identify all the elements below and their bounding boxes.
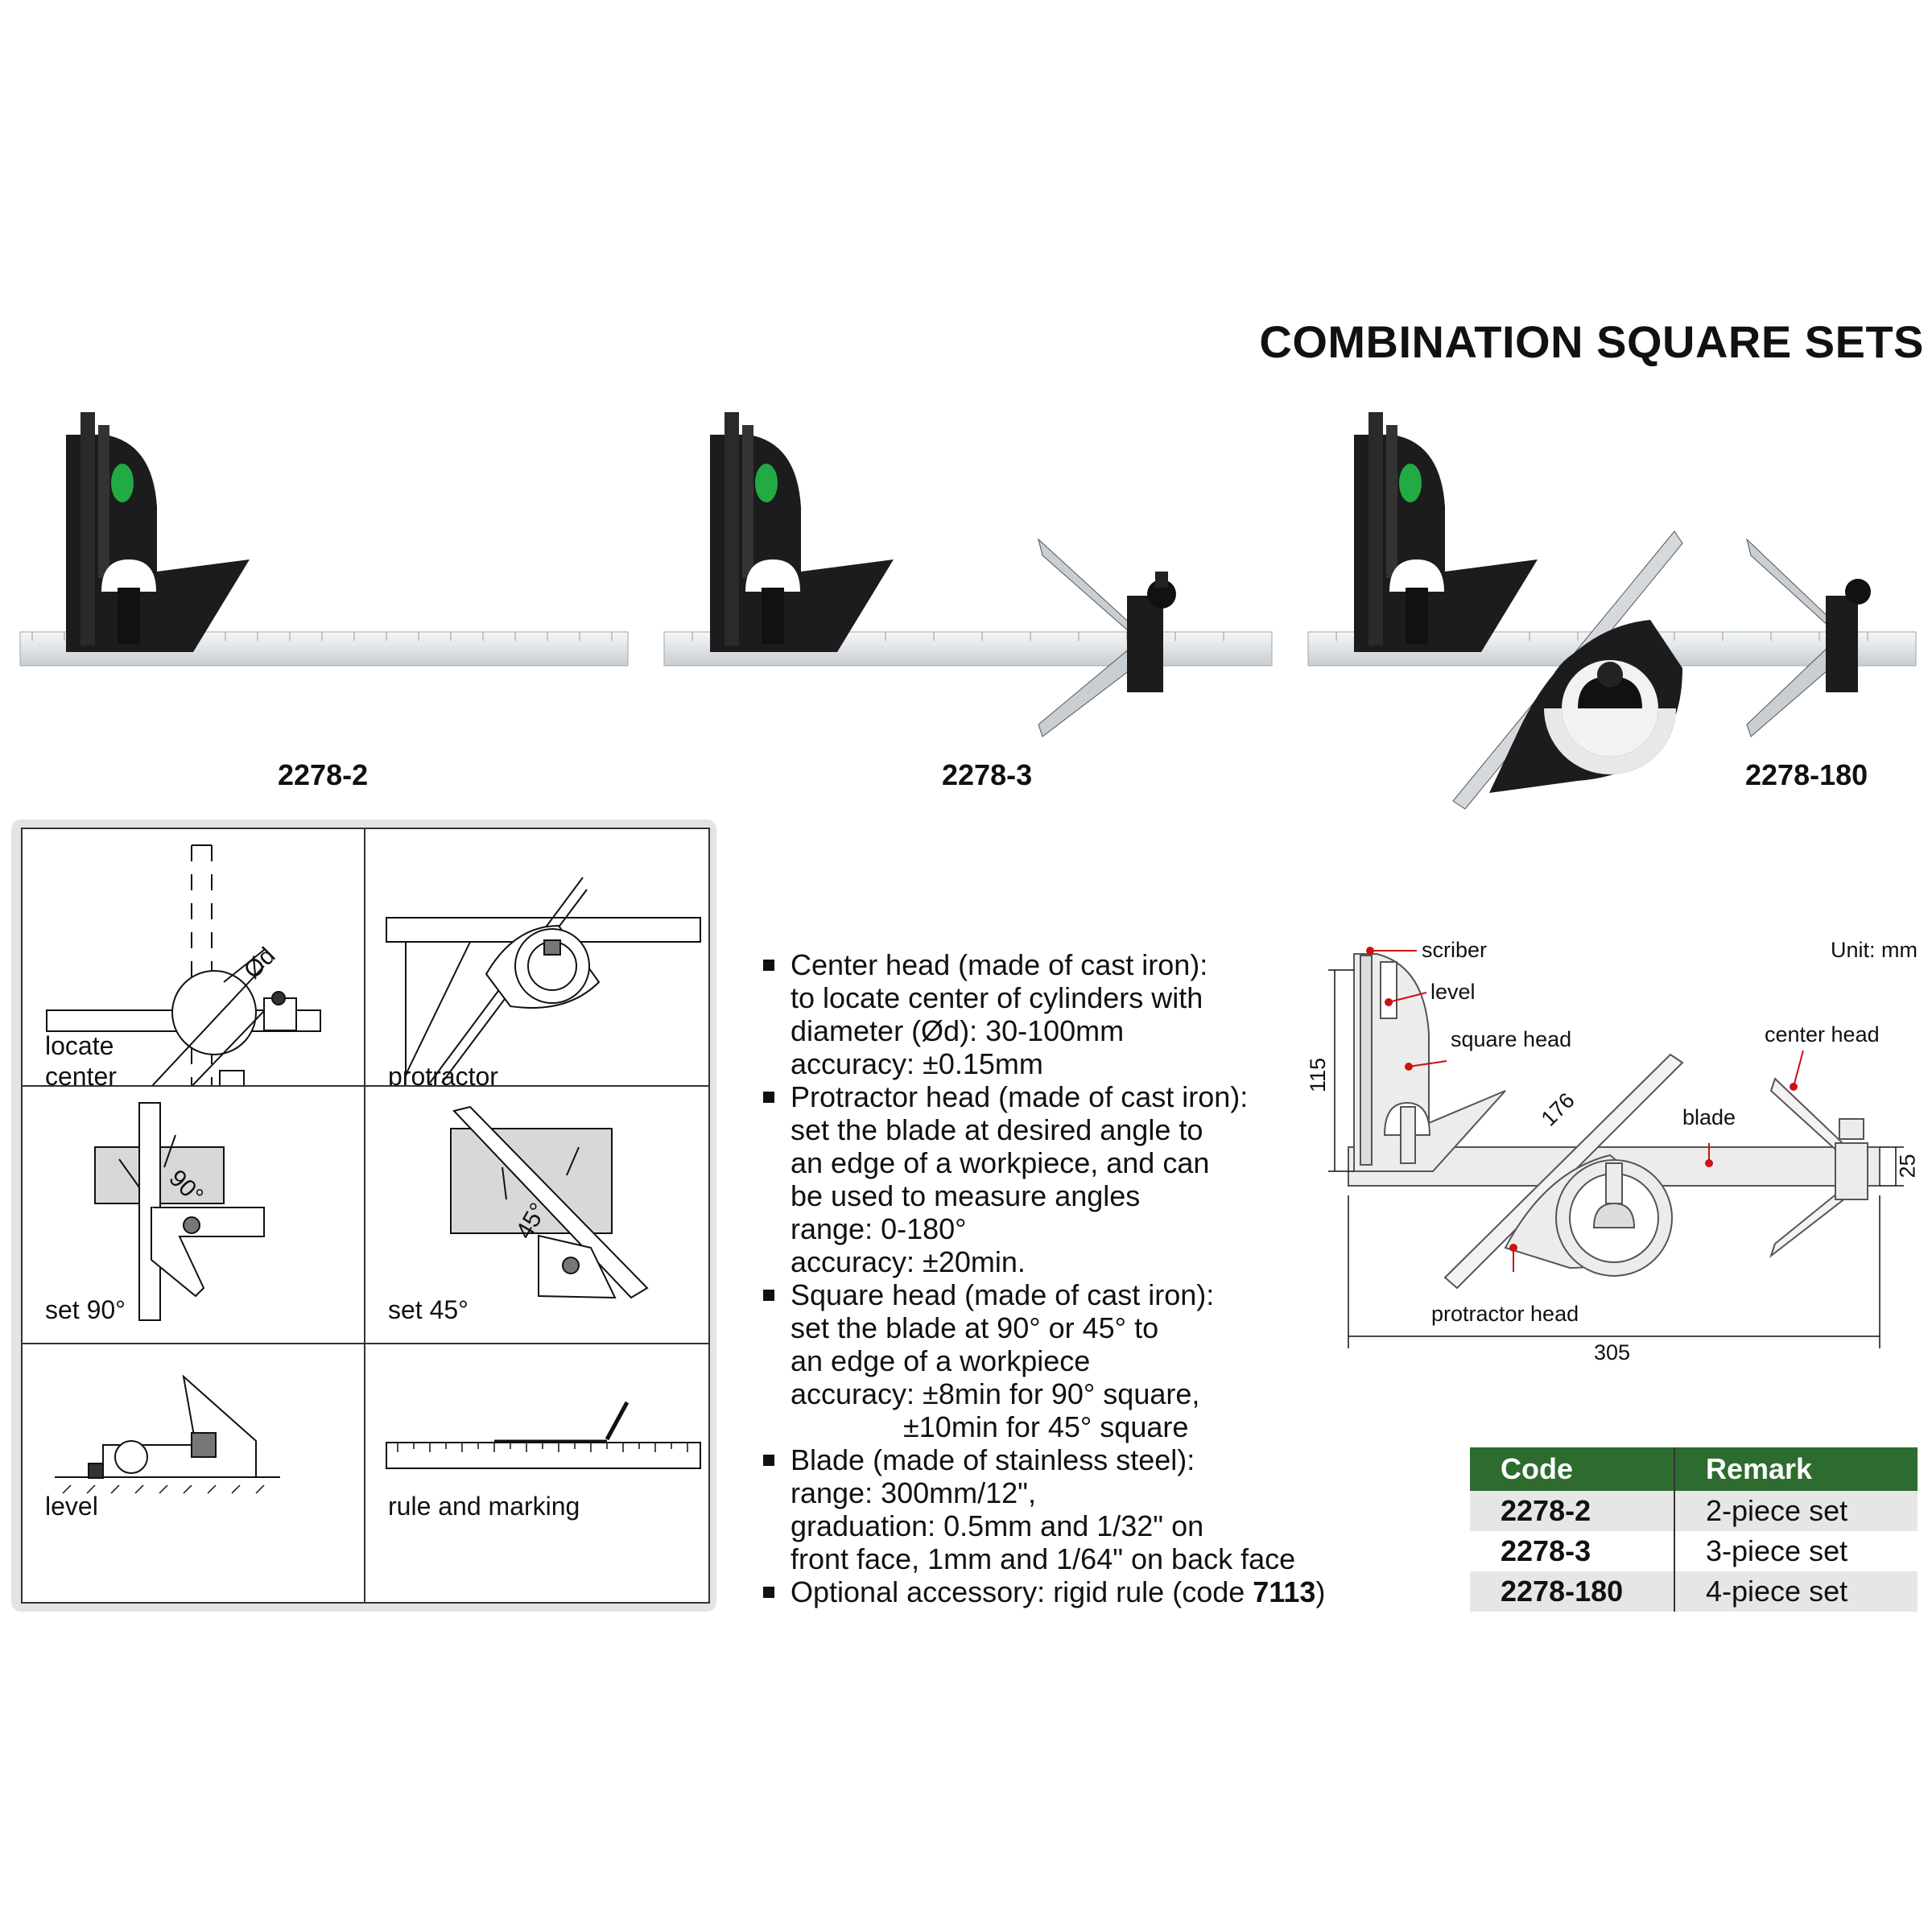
set-90-illustration: [94, 1102, 265, 1321]
product-code: 2278-180: [1745, 758, 1868, 791]
product-code: 2278-2: [278, 758, 369, 791]
level-illustration: [55, 1374, 280, 1494]
product-2278-180: 2278-180: [1304, 386, 1924, 821]
use-label: rule and marking: [388, 1492, 580, 1521]
feature-line: Optional accessory: rigid rule (code 711…: [791, 1575, 1336, 1608]
table-header-code: Code: [1470, 1447, 1675, 1491]
feature-line: set the blade at 90° or 45° to: [791, 1311, 1159, 1344]
use-label: set 90°: [45, 1295, 126, 1324]
table-header-row: Code Remark: [1470, 1447, 1918, 1491]
feature-line: set the blade at desired angle to: [791, 1113, 1203, 1146]
product-2278-2-image: [19, 412, 629, 667]
page-title: COMBINATION SQUARE SETS: [1259, 316, 1924, 367]
use-set-45: 45° set 45°: [365, 1087, 708, 1344]
accessory-code: 7113: [1253, 1575, 1316, 1608]
feature-line: range: 0-180°: [791, 1212, 967, 1245]
protractor-illustration: [386, 877, 701, 1084]
product-2278-180-image: [1307, 412, 1917, 810]
feature-line: ±10min for 45° square: [791, 1410, 1189, 1443]
feature-line: accuracy: ±8min for 90° square,: [791, 1377, 1200, 1410]
uses-grid: Ød locate center protractor: [21, 828, 710, 1604]
label-scriber: scriber: [1422, 938, 1488, 962]
accessory-text: Optional accessory: rigid rule (code: [791, 1575, 1253, 1608]
feature-protractor-head: Protractor head (made of cast iron): set…: [757, 1080, 1336, 1278]
label-center-head: center head: [1765, 1022, 1880, 1046]
label-protractor-head: protractor head: [1431, 1302, 1579, 1326]
feature-center-head: Center head (made of cast iron): to loca…: [757, 948, 1336, 1080]
dim-width: 25: [1895, 1154, 1920, 1179]
table-cell-code: 2278-180: [1470, 1571, 1675, 1612]
feature-line: Square head (made of cast iron):: [791, 1278, 1215, 1311]
center-head: [1038, 538, 1176, 737]
table-row: 2278-180 4-piece set: [1470, 1571, 1918, 1612]
label-level: level: [1430, 980, 1476, 1004]
feature-line: range: 300mm/12",: [791, 1476, 1036, 1509]
diagram-square-head: [1353, 953, 1506, 1172]
use-locate-center: Ød locate center: [23, 829, 365, 1087]
feature-square-head: Square head (made of cast iron): set the…: [757, 1278, 1336, 1443]
feature-line: accuracy: ±20min.: [791, 1245, 1026, 1278]
feature-line: accuracy: ±0.15mm: [791, 1047, 1043, 1080]
level-vial: [755, 464, 778, 502]
table-cell-code: 2278-3: [1470, 1531, 1675, 1571]
use-label: level: [45, 1492, 98, 1521]
table-cell-remark: 2-piece set: [1674, 1491, 1918, 1531]
table-cell-remark: 3-piece set: [1706, 1534, 1848, 1567]
feature-line: graduation: 0.5mm and 1/32" on: [791, 1509, 1204, 1542]
feature-accessory: Optional accessory: rigid rule (code 711…: [757, 1575, 1336, 1608]
use-level: level: [23, 1344, 365, 1602]
product-2278-3-image: [663, 412, 1273, 737]
unit-label: Unit: mm: [1831, 938, 1918, 962]
feature-list: Center head (made of cast iron): to loca…: [757, 948, 1336, 1608]
use-protractor: protractor: [365, 829, 708, 1087]
feature-line: be used to measure angles: [791, 1179, 1141, 1212]
dimension-diagram: scriber level square head center head bl…: [1304, 930, 1924, 1381]
table-header-remark: Remark: [1674, 1447, 1918, 1491]
table-cell-remark: 4-piece set: [1674, 1571, 1918, 1612]
feature-line: to locate center of cylinders with: [791, 981, 1203, 1014]
uses-panel: Ød locate center protractor: [11, 819, 716, 1612]
product-2278-2: 2278-2: [16, 386, 636, 821]
feature-line: Center head (made of cast iron):: [791, 948, 1208, 981]
use-label: set 45°: [388, 1295, 469, 1324]
protractor-head: [1452, 530, 1683, 810]
set-45-illustration: [450, 1105, 649, 1299]
locate-center-illustration: [46, 844, 321, 1085]
table-row: 2278-2 2-piece set: [1470, 1491, 1918, 1531]
label-blade: blade: [1682, 1105, 1736, 1129]
accessory-suffix: ): [1315, 1575, 1326, 1608]
rule-marking-illustration: [386, 1401, 701, 1469]
center-head: [1746, 538, 1871, 737]
feature-line: diameter (Ød): 30-100mm: [791, 1014, 1125, 1047]
code-table: Code Remark 2278-2 2-piece set 2278-3 3-…: [1470, 1447, 1918, 1612]
level-vial: [1399, 464, 1422, 502]
feature-line: an edge of a workpiece, and can: [791, 1146, 1210, 1179]
table-row: 2278-3 3-piece set: [1470, 1531, 1918, 1571]
level-vial: [111, 464, 134, 502]
feature-line: front face, 1mm and 1/64" on back face: [791, 1542, 1296, 1575]
feature-line: Blade (made of stainless steel):: [791, 1443, 1195, 1476]
use-label: locate center: [45, 1031, 117, 1087]
dim-height: 115: [1306, 1057, 1331, 1093]
use-rule-marking: rule and marking: [365, 1344, 708, 1602]
dim-blade-length: 305: [1594, 1340, 1631, 1364]
use-set-90: 90° set 90°: [23, 1087, 365, 1344]
product-2278-3: 2278-3: [660, 386, 1280, 821]
product-code: 2278-3: [942, 758, 1033, 791]
feature-line: Protractor head (made of cast iron):: [791, 1080, 1249, 1113]
use-label: protractor: [388, 1062, 498, 1087]
feature-line: an edge of a workpiece: [791, 1344, 1091, 1377]
label-square-head: square head: [1451, 1027, 1572, 1051]
diagram-protractor-blade: [1443, 1053, 1684, 1290]
feature-blade: Blade (made of stainless steel): range: …: [757, 1443, 1336, 1575]
table-cell-code: 2278-2: [1470, 1491, 1675, 1531]
diagram-drawing: [1328, 947, 1904, 1348]
